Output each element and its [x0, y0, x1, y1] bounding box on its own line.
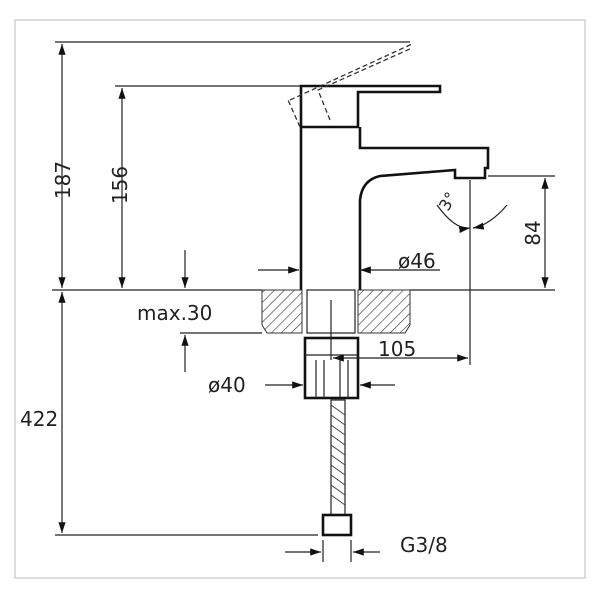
faucet-body — [287, 43, 490, 290]
flexible-hose — [321, 399, 353, 537]
dim-spout-reach: 105 — [378, 337, 416, 361]
lever-open-position — [287, 43, 413, 128]
dim-spout-height: 84 — [521, 220, 545, 245]
dim-spout-angle: 3° — [435, 189, 461, 214]
dim-max-deck: max.30 — [137, 301, 212, 325]
dim-lever-height: 156 — [108, 166, 132, 204]
deck-section — [261, 289, 411, 334]
mounting-nut — [303, 300, 360, 400]
extension-lines — [52, 41, 555, 536]
dim-body-diameter: ø46 — [398, 249, 436, 273]
hose-fitting — [321, 513, 353, 537]
dim-below-deck: 422 — [20, 407, 58, 431]
dimension-lines — [58, 44, 549, 562]
dim-nut-diameter: ø40 — [208, 373, 246, 397]
dim-thread: G3/8 — [400, 533, 448, 557]
dim-total-height: 187 — [51, 161, 75, 199]
frame — [14, 19, 586, 579]
